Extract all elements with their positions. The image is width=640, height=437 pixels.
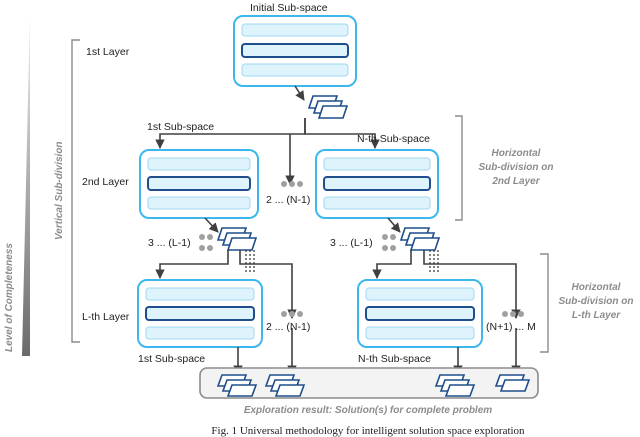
- horizontal-label-2nd: Horizontal Sub-division on 2nd Layer: [479, 148, 554, 187]
- card-stack-top: [307, 95, 349, 119]
- horizontal-label-lth: Horizontal Sub-division on L-th Layer: [559, 282, 634, 321]
- subspace-label-nth-top: N-th Sub-space: [357, 133, 430, 145]
- result-card-stack-right2: [494, 374, 531, 392]
- dotted-continuation-lines: [245, 250, 439, 272]
- connector-arrows: [155, 85, 521, 375]
- completeness-label: Level of Completeness: [4, 243, 15, 352]
- initial-subspace-title: Initial Sub-space: [250, 2, 328, 14]
- counter-right-lth: (N+1) ... M: [486, 321, 536, 333]
- svg-text:2nd Layer: 2nd Layer: [491, 176, 540, 187]
- card-stack-right-mid: [399, 227, 441, 251]
- counter-right-3l: 3 ... (L-1): [330, 237, 373, 249]
- vertical-label: Vertical Sub-division: [54, 141, 65, 240]
- figure-caption: Fig. 1 Universal methodology for intelli…: [211, 425, 525, 437]
- subspace-box-lth-nth: [357, 279, 483, 348]
- counter-mid-lth: 2 ... (N-1): [266, 321, 310, 333]
- subspace-label-first-bottom: 1st Sub-space: [138, 353, 205, 365]
- result-card-stack-right: [434, 374, 476, 397]
- vertical-bracket: [71, 39, 80, 343]
- layer-label-2nd: 2nd Layer: [82, 176, 129, 188]
- layer-label-lth: L-th Layer: [82, 311, 130, 323]
- card-stack-left-mid: [216, 227, 258, 251]
- svg-text:L-th Layer: L-th Layer: [572, 310, 621, 321]
- horizontal-bracket-2nd: [455, 115, 463, 221]
- subspace-label-nth-bottom: N-th Sub-space: [358, 353, 431, 365]
- svg-text:Horizontal: Horizontal: [572, 282, 621, 293]
- result-card-stack-left: [216, 374, 258, 397]
- completeness-wedge: [22, 12, 30, 356]
- subspace-label-first-top: 1st Sub-space: [147, 121, 214, 133]
- horizontal-bracket-lth: [540, 253, 549, 353]
- ellipsis-dots: [199, 181, 524, 317]
- subspace-box-2nd-nth: [315, 149, 439, 219]
- result-card-stack-left2: [264, 374, 306, 397]
- initial-subspace-box: [233, 15, 357, 87]
- subspace-box-2nd-first: [139, 149, 259, 219]
- svg-text:Sub-division on: Sub-division on: [479, 162, 554, 173]
- exploration-result-label: Exploration result: Solution(s) for comp…: [244, 405, 492, 416]
- counter-mid-2nd: 2 ... (N-1): [266, 194, 310, 206]
- svg-text:Sub-division on: Sub-division on: [559, 296, 634, 307]
- counter-left-3l: 3 ... (L-1): [148, 237, 191, 249]
- svg-text:Horizontal: Horizontal: [492, 148, 541, 159]
- layer-label-1st: 1st Layer: [86, 46, 130, 58]
- subspace-box-lth-first: [137, 279, 263, 348]
